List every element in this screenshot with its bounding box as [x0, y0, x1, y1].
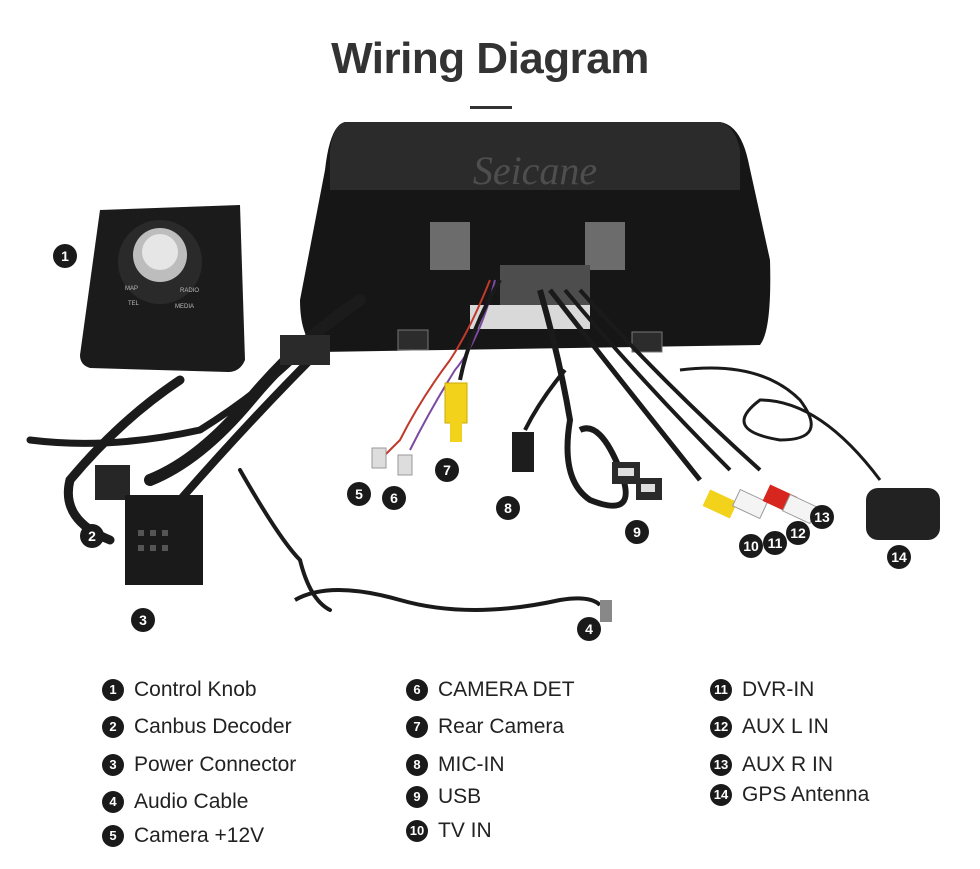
legend-number: 7 — [406, 716, 428, 738]
knob-label-tel: TEL — [128, 301, 140, 307]
marker-10: 10 — [739, 534, 763, 558]
legend-number: 5 — [102, 825, 124, 847]
legend-label: Control Knob — [134, 678, 257, 701]
marker-9: 9 — [625, 520, 649, 544]
marker-7: 7 — [435, 458, 459, 482]
wiring-illustration: Seicane TEL MAP MEDIA RADIO — [26, 122, 940, 622]
title-underline — [470, 106, 512, 109]
legend-item: 7 Rear Camera — [406, 715, 564, 739]
legend-label: Camera +12V — [134, 824, 265, 847]
legend-label: Canbus Decoder — [134, 715, 292, 738]
legend-number: 2 — [102, 716, 124, 738]
legend-number: 8 — [406, 754, 428, 776]
marker-12: 12 — [786, 521, 810, 545]
gps-antenna — [679, 366, 940, 540]
legend-item: 11 DVR-IN — [710, 678, 814, 702]
legend-number: 14 — [710, 784, 732, 806]
legend-item: 6 CAMERA DET — [406, 678, 575, 702]
legend-number: 13 — [710, 754, 732, 776]
legend-label: MIC-IN — [438, 753, 505, 776]
head-unit: Seicane — [300, 122, 771, 353]
legend-number: 12 — [710, 716, 732, 738]
legend-item: 14 GPS Antenna — [710, 783, 869, 807]
legend-item: 3 Power Connector — [102, 753, 296, 777]
marker-8: 8 — [496, 496, 520, 520]
watermark-text: Seicane — [473, 148, 597, 193]
knob-label-map: MAP — [125, 286, 138, 292]
marker-1: 1 — [53, 244, 77, 268]
canbus-box — [95, 465, 130, 500]
marker-13: 13 — [810, 505, 834, 529]
marker-2: 2 — [80, 524, 104, 548]
legend-number: 1 — [102, 679, 124, 701]
knob-label-media: MEDIA — [175, 304, 194, 310]
legend-item: 4 Audio Cable — [102, 790, 248, 814]
legend-item: 13 AUX R IN — [710, 753, 833, 777]
knob-label-radio: RADIO — [180, 288, 199, 294]
legend-number: 6 — [406, 679, 428, 701]
page-title: Wiring Diagram — [331, 34, 649, 83]
camera-wires — [371, 279, 496, 476]
marker-4: 4 — [577, 617, 601, 641]
legend-item: 9 USB — [406, 785, 481, 809]
legend-item: 5 Camera +12V — [102, 824, 264, 848]
marker-11: 11 — [763, 531, 787, 555]
legend-item: 12 AUX L IN — [710, 715, 829, 739]
legend-number: 11 — [710, 679, 732, 701]
mic-in-jack — [512, 368, 567, 472]
legend-label: Audio Cable — [134, 790, 249, 813]
main-harness — [26, 294, 366, 612]
legend-item: 10 TV IN — [406, 819, 492, 843]
control-knob: TEL MAP MEDIA RADIO — [80, 205, 245, 372]
marker-6: 6 — [382, 486, 406, 510]
marker-3: 3 — [131, 608, 155, 632]
legend-label: USB — [438, 785, 482, 808]
legend-label: GPS Antenna — [742, 783, 870, 806]
harness-connector — [280, 335, 330, 365]
legend-label: TV IN — [438, 819, 492, 842]
legend-label: AUX R IN — [742, 753, 834, 776]
legend-label: CAMERA DET — [438, 678, 575, 701]
legend-label: DVR-IN — [742, 678, 815, 701]
legend-item: 1 Control Knob — [102, 678, 257, 702]
power-connector — [125, 495, 203, 585]
audio-cable — [294, 588, 612, 622]
legend-item: 8 MIC-IN — [406, 753, 505, 777]
marker-14: 14 — [887, 545, 911, 569]
legend-number: 9 — [406, 786, 428, 808]
legend-label: Power Connector — [134, 753, 297, 776]
legend-number: 10 — [406, 820, 428, 842]
legend-number: 3 — [102, 754, 124, 776]
usb-cable — [537, 289, 662, 509]
legend-item: 2 Canbus Decoder — [102, 715, 292, 739]
power-connector-pins — [138, 530, 168, 551]
rear-camera-rca — [444, 278, 502, 442]
legend-number: 4 — [102, 791, 124, 813]
legend-label: AUX L IN — [742, 715, 829, 738]
marker-5: 5 — [347, 482, 371, 506]
legend-label: Rear Camera — [438, 715, 565, 738]
rca-bundle — [548, 288, 819, 525]
